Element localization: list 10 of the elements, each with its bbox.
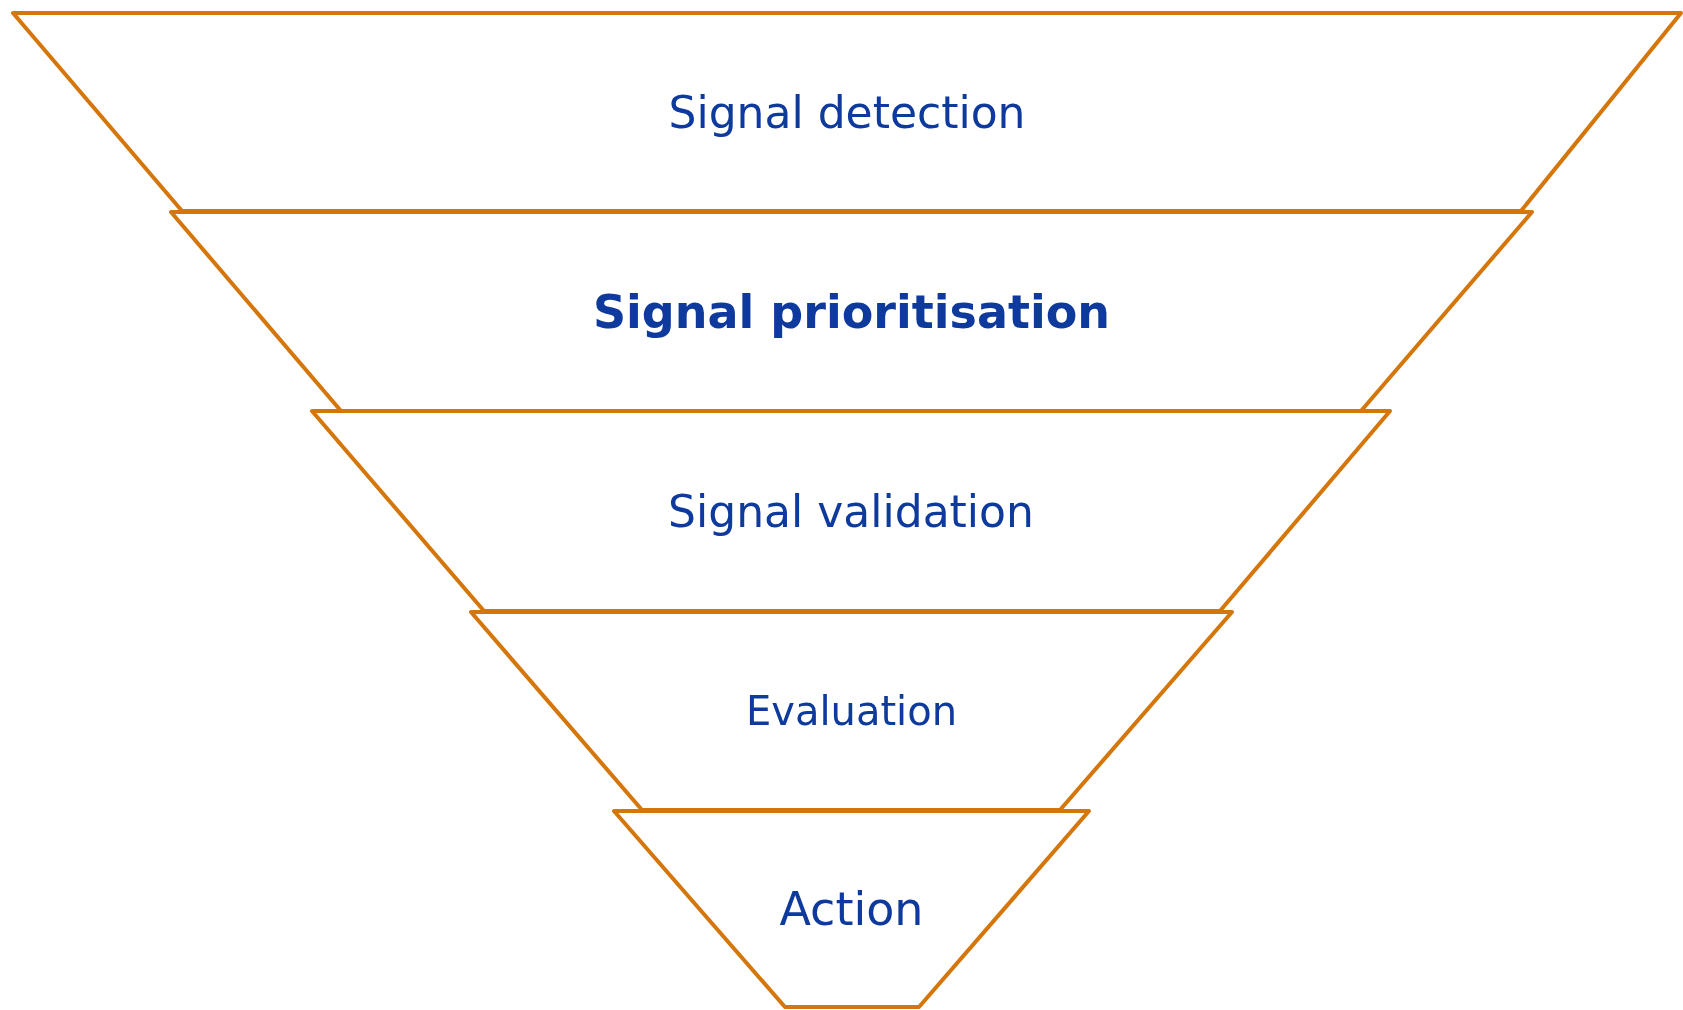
funnel-stage: [471, 612, 1232, 810]
funnel-stage: [614, 811, 1089, 1007]
stage-label: Signal validation: [668, 485, 1034, 537]
stage-label: Evaluation: [745, 688, 958, 734]
stage-label: Signal detection: [668, 86, 1026, 138]
funnel-stage: [171, 212, 1532, 411]
stage-label: Signal prioritisation: [592, 284, 1111, 339]
funnel-stage: [312, 411, 1390, 611]
funnel-stage: [13, 13, 1681, 211]
stage-label: Action: [779, 882, 924, 936]
